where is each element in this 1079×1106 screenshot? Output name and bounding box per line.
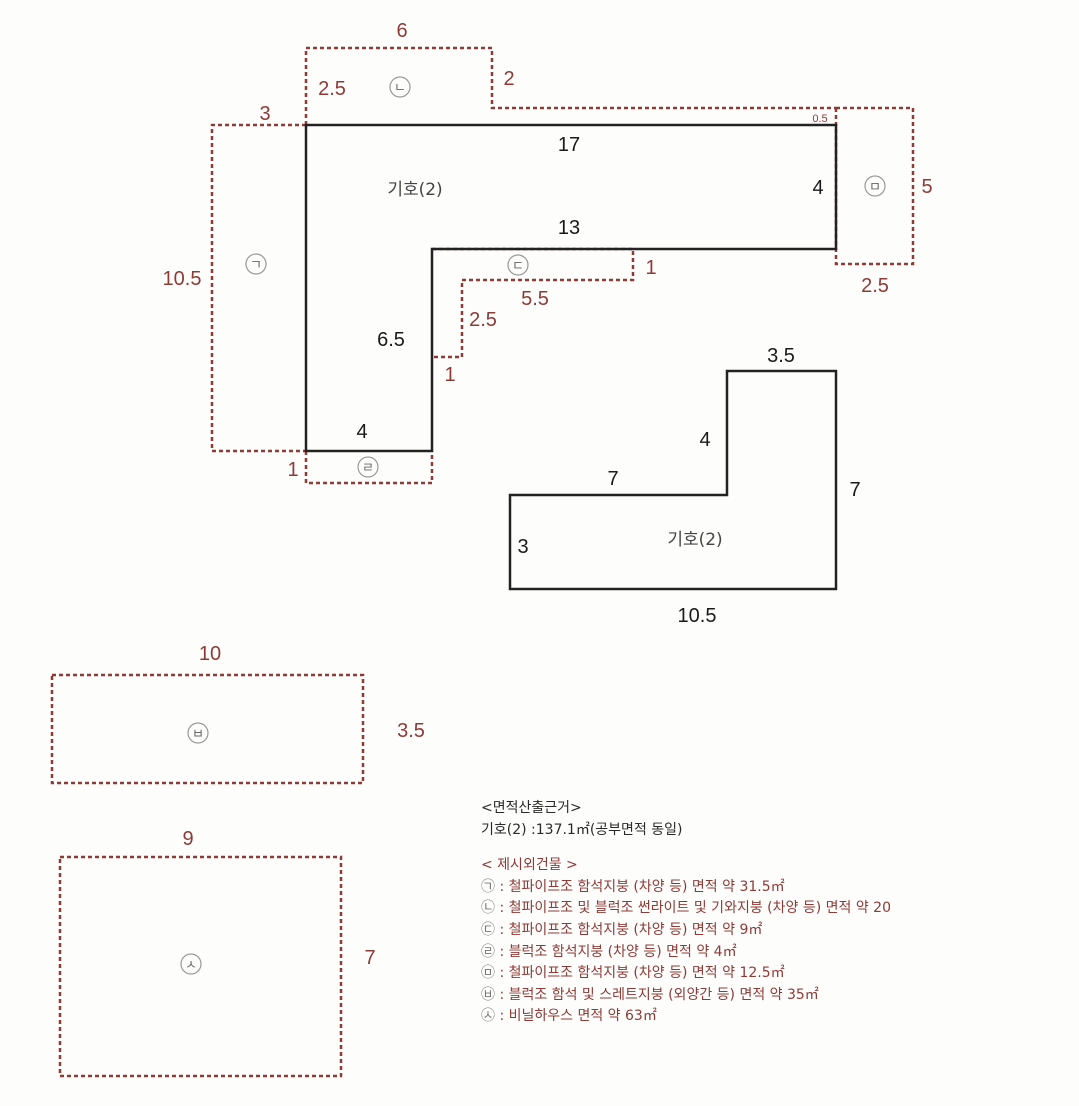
annex-nieun-outline [304, 46, 836, 125]
dim-bottom-main: 4 [356, 421, 367, 443]
dim-siot-width: 9 [182, 828, 193, 850]
building-label-upper: 기호(2) [387, 180, 442, 200]
symbol-nieun-icon: ㉡ [481, 900, 495, 917]
dim-bieup-height: 3.5 [397, 720, 425, 742]
annex-digeut-outline [432, 247, 635, 359]
annex-giyeok-outline [210, 123, 306, 453]
svg-text:ㅁ: ㅁ [869, 180, 881, 195]
marker-giyeok-icon: ㄱ [245, 253, 267, 275]
legend-item: ㉣ : 블럭조 함석지붕 (차양 등) 면적 약 4㎡ [481, 943, 737, 960]
annex-mieum-outline [834, 106, 915, 266]
dim-giyeok-height: 10.5 [163, 268, 202, 290]
legend-item: ㉡ : 철파이프조 및 블럭조 썬라이트 및 기와지붕 (차양 등) 면적 약 … [481, 900, 891, 917]
legend-item: ㉦ : 비닐하우스 면적 약 63㎡ [481, 1008, 657, 1025]
marker-nieun-icon: ㄴ [389, 76, 411, 98]
svg-text:ㅂ: ㅂ [192, 727, 204, 742]
dim-lower-step-height: 4 [699, 429, 710, 451]
dim-lower-right: 7 [849, 479, 860, 501]
marker-mieum-icon: ㅁ [864, 175, 886, 197]
dim-nieun-width: 6 [396, 20, 407, 42]
symbol-digeut-icon: ㉢ [481, 921, 495, 938]
svg-text:ㄹ: ㄹ [362, 461, 374, 476]
dim-right-main: 4 [812, 177, 823, 199]
main-building-upper-outline [304, 123, 838, 453]
dim-siot-height: 7 [364, 947, 375, 969]
svg-text:ㄴ: ㄴ [394, 81, 406, 96]
dim-digeut-depth: 1 [645, 257, 656, 279]
svg-text:ㄷ: ㄷ [512, 259, 524, 274]
svg-text:ㅅ: ㅅ [185, 958, 197, 973]
dim-nieun-offset: 0.5 [812, 113, 827, 125]
dim-mieum-height: 5 [921, 176, 932, 198]
legend-item: ㉤ : 철파이프조 함석지붕 (차양 등) 면적 약 12.5㎡ [481, 965, 785, 982]
dim-bieup-width: 10 [199, 643, 221, 665]
legend-extra-title: < 제시외건물 > [481, 857, 578, 874]
main-building-lower-outline [508, 369, 838, 591]
marker-digeut-icon: ㄷ [507, 254, 529, 276]
dim-top-main: 17 [558, 134, 580, 156]
legend-item: ㉠ : 철파이프조 함석지붕 (차양 등) 면적 약 31.5㎡ [481, 878, 785, 895]
svg-text:ㄱ: ㄱ [250, 258, 262, 273]
dim-digeut-width: 5.5 [521, 288, 549, 310]
symbol-mieum-icon: ㉤ [481, 965, 495, 982]
dim-lower-step-width: 7 [607, 468, 618, 490]
marker-siot-icon: ㅅ [180, 953, 202, 975]
area-calculation-legend: <면적산출근거> 기호(2) :137.1㎡(공부면적 동일) < 제시외건물 … [481, 798, 891, 1028]
legend-main-area: 기호(2) :137.1㎡(공부면적 동일) [481, 821, 683, 838]
dim-giyeok-width: 3 [259, 103, 270, 125]
dim-lower-left: 3 [517, 536, 528, 558]
dim-digeut-tail: 1 [444, 364, 455, 386]
dim-lower-top: 3.5 [767, 345, 795, 367]
annex-bieup-outline [50, 673, 365, 785]
dim-mieum-width: 2.5 [861, 275, 889, 297]
dim-inner-top: 13 [558, 217, 580, 239]
symbol-giyeok-icon: ㉠ [481, 878, 495, 895]
symbol-rieul-icon: ㉣ [481, 943, 495, 960]
symbol-siot-icon: ㉦ [481, 1008, 495, 1025]
dim-nieun-height: 2.5 [318, 78, 346, 100]
legend-item: ㉢ : 철파이프조 함석지붕 (차양 등) 면적 약 9㎡ [481, 921, 763, 938]
annex-rieul-outline [304, 451, 434, 485]
dim-lower-bottom: 10.5 [678, 605, 717, 627]
dim-left-inner: 6.5 [377, 329, 405, 351]
legend-title: <면적산출근거> [481, 800, 582, 816]
dim-nieun-step: 2 [503, 68, 514, 90]
marker-rieul-icon: ㄹ [357, 456, 379, 478]
annex-siot-outline [58, 855, 343, 1078]
dim-digeut-step: 2.5 [469, 309, 497, 331]
legend-item: ㉥ : 블럭조 함석 및 스레트지붕 (외양간 등) 면적 약 35㎡ [481, 986, 819, 1003]
marker-bieup-icon: ㅂ [187, 722, 209, 744]
building-label-lower: 기호(2) [667, 530, 722, 550]
symbol-bieup-icon: ㉥ [481, 986, 495, 1003]
dim-rieul-depth: 1 [287, 459, 298, 481]
